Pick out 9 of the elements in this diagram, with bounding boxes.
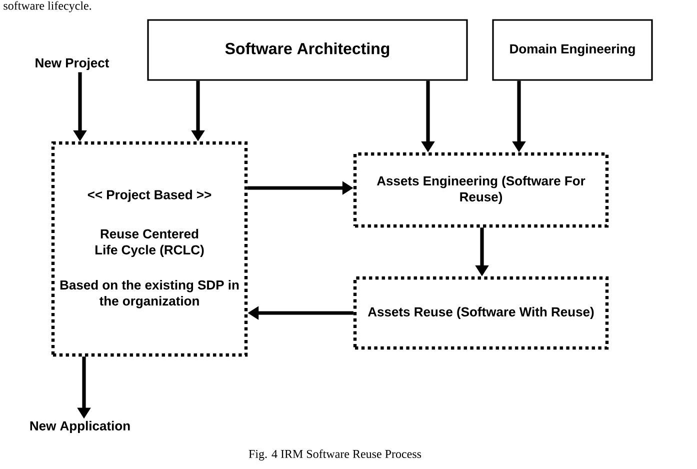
figure-caption: Fig. 4 IRM Software Reuse Process [248,449,422,460]
text-label: New Project [36,58,110,70]
process-box: Domain Engineering [492,19,653,81]
body-text: software lifecycle. [4,1,92,12]
process-box: << Project Based >> Reuse Centered Life Cycle (RCLC) Based on the existing SDP in the organization [51,141,248,357]
process-box: Assets Engineering (Software For Reuse) [353,152,609,228]
process-box: Assets Reuse (Software With Reuse) [353,276,609,350]
process-box: Software Architecting [147,19,468,81]
text-label: New Application [30,420,130,434]
